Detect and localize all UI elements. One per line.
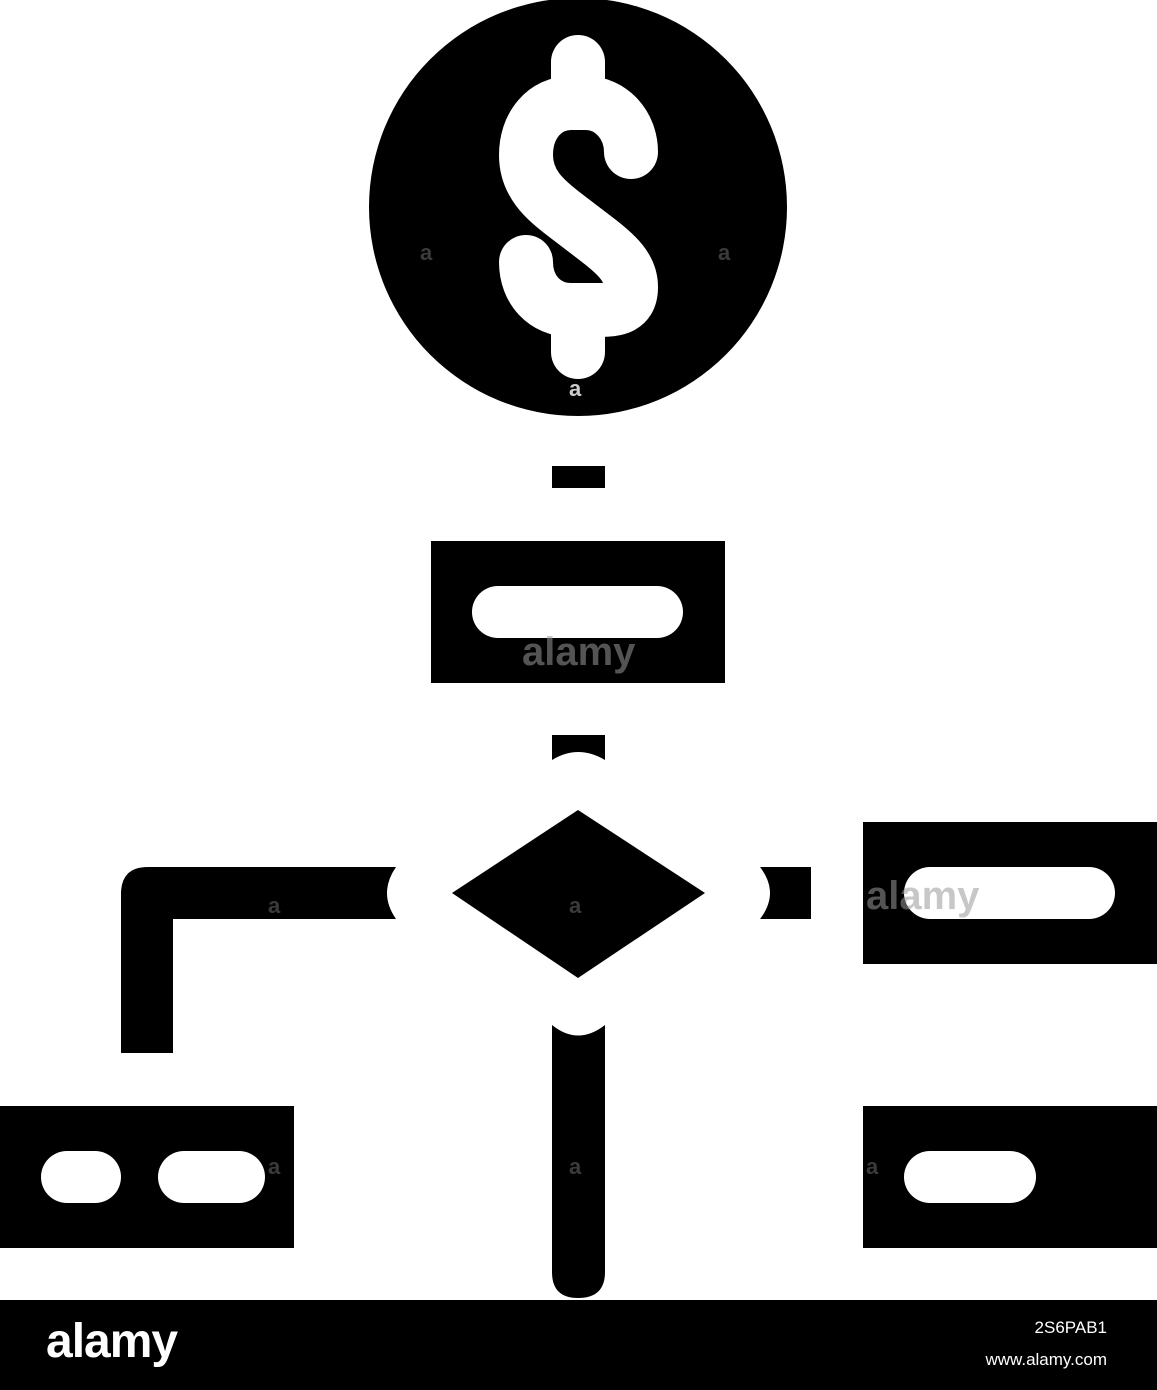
- connector-left: [121, 867, 396, 1053]
- connector-right: [760, 867, 811, 919]
- process-box-left-bottom-slot-2: [158, 1151, 265, 1203]
- alamy-logo: alamy: [46, 1315, 178, 1368]
- connector-bottom: [552, 1025, 605, 1298]
- process-box-right-top-slot: [904, 867, 1115, 919]
- image-id: 2S6PAB1: [1034, 1318, 1107, 1337]
- connector-top: [552, 735, 605, 760]
- process-box-top-slot: [472, 586, 683, 638]
- watermark-footer: alamy 2S6PAB1 www.alamy.com: [0, 1300, 1157, 1390]
- decision-diamond: [452, 810, 705, 978]
- dollar-sign-icon: [499, 35, 658, 379]
- process-box-left-bottom-slot-1: [41, 1151, 121, 1203]
- process-box-right-bottom-slot: [904, 1151, 1036, 1203]
- flowchart-cost-icon: [0, 0, 1157, 1298]
- site-url: www.alamy.com: [985, 1350, 1107, 1369]
- connector-dash: [552, 466, 605, 488]
